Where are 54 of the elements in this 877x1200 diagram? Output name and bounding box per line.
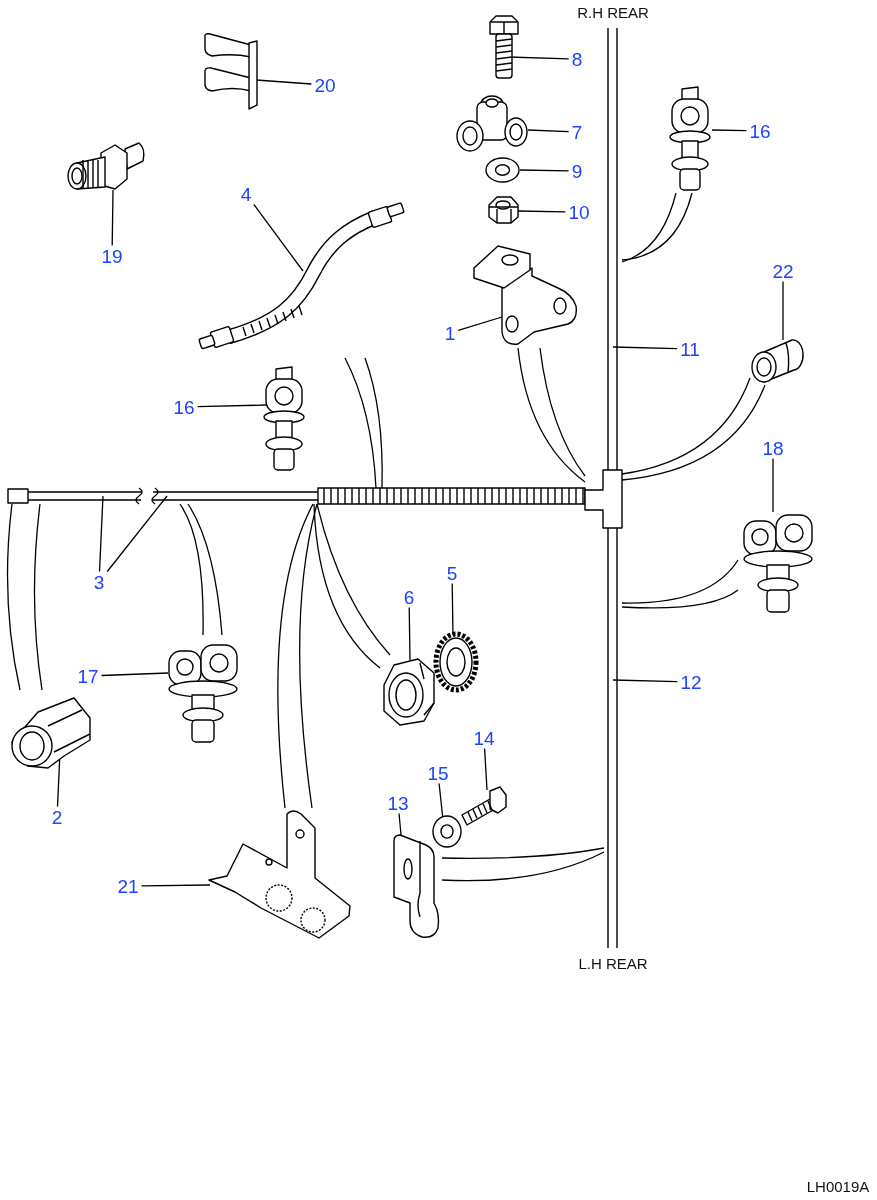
fitting-line	[517, 347, 586, 483]
spring-clip-drawing	[203, 33, 259, 110]
fitting-line	[299, 503, 318, 809]
bolt-drawing	[488, 15, 520, 80]
nut-drawing	[487, 195, 520, 225]
fitting-line	[33, 503, 43, 691]
leader-line	[519, 169, 570, 172]
fitting-line	[313, 503, 381, 669]
leader-line	[408, 606, 411, 661]
brake-pipe-drawing	[5, 488, 585, 504]
leader-line	[111, 189, 114, 247]
washer-drawing	[485, 157, 520, 183]
leader-line	[140, 884, 211, 887]
leader-line	[483, 747, 488, 791]
leader-line	[782, 280, 784, 341]
bolt-drawing	[460, 785, 506, 825]
fitting-line	[344, 357, 377, 489]
fitting-line	[539, 347, 586, 477]
p-clip-drawing	[390, 833, 442, 940]
leader-line	[527, 129, 570, 133]
leader-line	[100, 672, 169, 677]
fitting-line	[316, 503, 391, 656]
fitting-line	[6, 503, 21, 691]
fitting-line	[364, 357, 383, 489]
leader-line	[772, 457, 774, 513]
leader-line	[612, 679, 679, 683]
fitting-line	[179, 503, 204, 636]
nut-drawing	[380, 655, 438, 725]
leader-line	[196, 404, 267, 408]
fitting-line	[621, 377, 751, 475]
fitting-line	[187, 503, 223, 636]
fitting-line	[277, 503, 314, 809]
fitting-line	[621, 192, 693, 261]
leader-line	[98, 495, 104, 573]
leader-line	[517, 210, 567, 213]
leader-line	[457, 316, 503, 332]
leader-line	[253, 203, 304, 272]
fitting-line	[621, 384, 766, 481]
pipe-end-label: R.H REAR	[577, 4, 649, 20]
fitting-line	[621, 192, 677, 263]
leader-line	[255, 79, 313, 85]
t-junction-drawing	[585, 470, 622, 528]
serrated-washer-drawing	[432, 630, 480, 693]
bracket-drawing	[207, 808, 352, 940]
pipe-end-label: L.H REAR	[578, 955, 648, 971]
fitting-line	[441, 851, 605, 882]
leader-line	[711, 129, 748, 132]
fitting-line	[621, 589, 739, 609]
leader-line	[106, 495, 168, 573]
fitting-line	[621, 559, 739, 604]
fitting-line	[441, 847, 605, 859]
leader-line	[612, 346, 678, 350]
washer-drawing	[432, 815, 462, 848]
drawing-number: LH0019A	[806, 1178, 870, 1194]
